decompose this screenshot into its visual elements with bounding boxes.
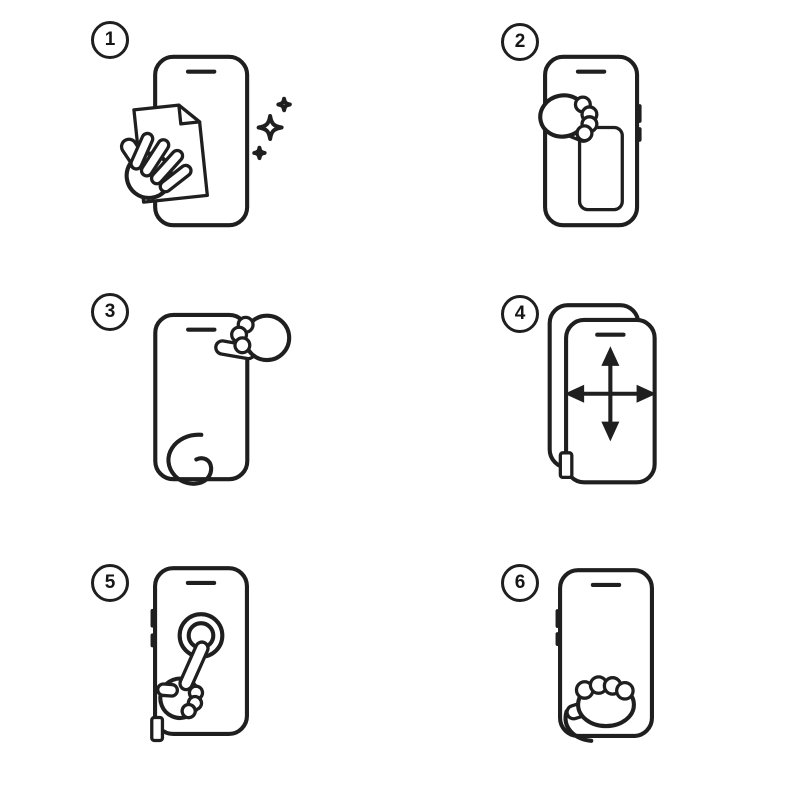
- pinching-hand-icon: [214, 313, 292, 363]
- peeling-hand-icon: [538, 93, 599, 143]
- wiping-hand-icon: [119, 131, 193, 200]
- step-4-cell: 4: [400, 266, 800, 532]
- step-number-badge: 6: [501, 564, 539, 602]
- motion-curve-icon: [563, 709, 594, 743]
- step-6-illustration: [555, 568, 654, 743]
- backing-film-icon: [577, 125, 624, 212]
- alignment-arrows-icon: [564, 346, 657, 442]
- step-3-illustration: [153, 312, 292, 486]
- smoothing-hand-icon: [563, 675, 636, 743]
- step-number-badge: 5: [91, 564, 129, 602]
- step-1-illustration: [119, 54, 303, 228]
- step-5-illustration: [150, 566, 249, 743]
- pull-tab-icon: [150, 715, 165, 743]
- step-number-badge: 2: [501, 23, 539, 61]
- step-number-badge: 3: [91, 293, 129, 331]
- pull-tab-icon: [558, 451, 574, 480]
- step-4-illustration: [547, 303, 657, 485]
- sparkles-icon: [254, 99, 290, 158]
- step-5-cell: 5: [0, 533, 400, 799]
- step-3-cell: 3: [0, 266, 400, 532]
- step-1-cell: 1: [0, 0, 400, 266]
- step-6-cell: 6: [400, 533, 800, 799]
- step-number-badge: 1: [91, 21, 129, 59]
- step-2-illustration: [538, 54, 642, 228]
- step-number-badge: 4: [501, 295, 539, 333]
- holding-hand-icon: [166, 432, 214, 486]
- pointing-hand-icon: [156, 640, 210, 720]
- step-2-cell: 2: [400, 0, 800, 266]
